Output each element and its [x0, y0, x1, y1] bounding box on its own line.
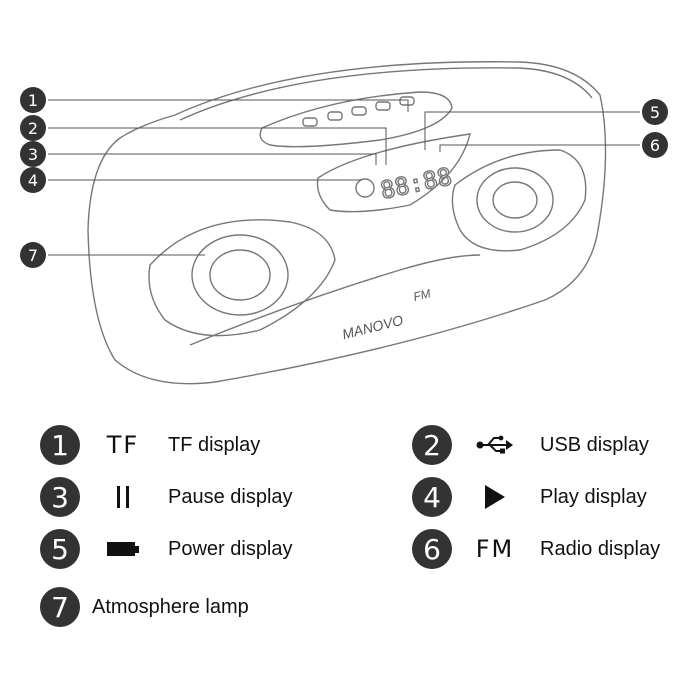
legend-label: Pause display	[168, 485, 293, 508]
battery-icon	[98, 542, 148, 556]
legend-number: 3	[40, 477, 80, 517]
legend-item-usb: 2 USB display	[412, 425, 649, 465]
speaker-diagram: 88:88 MANOVO FM 1 2 3 4	[20, 61, 668, 385]
callout-marker-1: 1	[20, 87, 46, 113]
legend-label: Radio display	[540, 537, 661, 560]
callout-lines	[48, 99, 640, 256]
callout-marker-2: 2	[20, 115, 46, 141]
svg-text:7: 7	[28, 246, 38, 265]
legend-label: TF display	[168, 433, 261, 456]
usb-icon	[470, 435, 520, 455]
svg-text:4: 4	[28, 171, 38, 190]
svg-text:6: 6	[650, 136, 660, 155]
tf-symbol: TF	[106, 431, 140, 459]
legend-item-power: 5 Power display	[40, 529, 293, 569]
legend-label: Power display	[168, 537, 293, 560]
callout-line-2	[48, 127, 387, 165]
callout-marker-3: 3	[20, 141, 46, 167]
speaker-brand: MANOVO	[340, 312, 404, 343]
legend-number: 6	[412, 529, 452, 569]
callout-line-3	[48, 153, 377, 165]
callout-line-1	[48, 99, 409, 112]
speaker-model: FM	[412, 286, 432, 304]
legend-item-tf: 1 TF TF display	[40, 425, 260, 465]
callout-line-6	[439, 144, 640, 152]
svg-text:5: 5	[650, 103, 660, 122]
legend-item-play: 4 Play display	[412, 477, 647, 517]
legend-label: Play display	[540, 485, 647, 508]
legend-number: 5	[40, 529, 80, 569]
svg-text:3: 3	[28, 145, 38, 164]
legend-number: 1	[40, 425, 80, 465]
svg-text:1: 1	[28, 91, 38, 110]
legend-item-radio: 6 FM Radio display	[412, 529, 660, 569]
legend-label: USB display	[540, 433, 649, 456]
legend-number: 7	[40, 587, 80, 627]
pause-icon	[98, 486, 148, 508]
callout-line-5	[424, 111, 640, 150]
callout-marker-6: 6	[642, 132, 668, 158]
callout-marker-7: 7	[20, 242, 46, 268]
fm-symbol: FM	[475, 535, 515, 563]
play-icon	[470, 485, 520, 509]
legend-item-pause: 3 Pause display	[40, 477, 293, 517]
legend-item-atmosphere: 7 Atmosphere lamp	[40, 587, 249, 627]
svg-text:88:88: 88:88	[378, 162, 454, 204]
callout-marker-4: 4	[20, 167, 46, 193]
svg-text:2: 2	[28, 119, 38, 138]
legend-number: 2	[412, 425, 452, 465]
legend-number: 4	[412, 477, 452, 517]
legend-label: Atmosphere lamp	[92, 595, 249, 618]
callout-marker-5: 5	[642, 99, 668, 125]
